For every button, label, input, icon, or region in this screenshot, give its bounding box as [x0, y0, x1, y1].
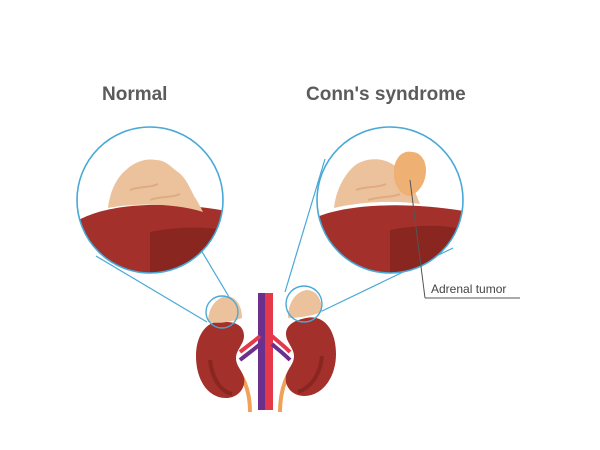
- adrenal-tumor-label: Adrenal tumor: [431, 282, 507, 296]
- right-kidney-group: [285, 285, 336, 396]
- left-connector-line-lower: [95, 255, 208, 323]
- conns-syndrome-heading: Conn's syndrome: [306, 84, 466, 105]
- left-kidney-group: [196, 295, 245, 398]
- left-kidney: [196, 321, 245, 398]
- adrenal-tumor: [394, 151, 426, 196]
- left-renal-vessels: [238, 334, 262, 354]
- right-renal-vessels: [270, 334, 292, 354]
- right-kidney: [285, 317, 336, 396]
- right-adrenal: [288, 290, 322, 318]
- conn-magnifier-ring: [316, 126, 464, 274]
- conn-kidney-shade: [390, 225, 463, 273]
- normal-heading: Normal: [102, 84, 168, 105]
- right-adrenal-focus-ring: [285, 285, 323, 323]
- right-connector-line-upper: [284, 158, 326, 293]
- great-vessels: [234, 293, 294, 413]
- normal-kidney-shade: [150, 227, 223, 273]
- aorta: [258, 293, 265, 410]
- vena-cava: [265, 293, 273, 410]
- left-adrenal-focus-ring: [205, 295, 239, 329]
- tumor-callout-leader: [409, 179, 426, 299]
- left-adrenal: [208, 296, 242, 323]
- normal-magnifier-ring: [76, 126, 224, 274]
- conn-magnified-view: [316, 126, 464, 274]
- tumor-callout: [409, 179, 520, 299]
